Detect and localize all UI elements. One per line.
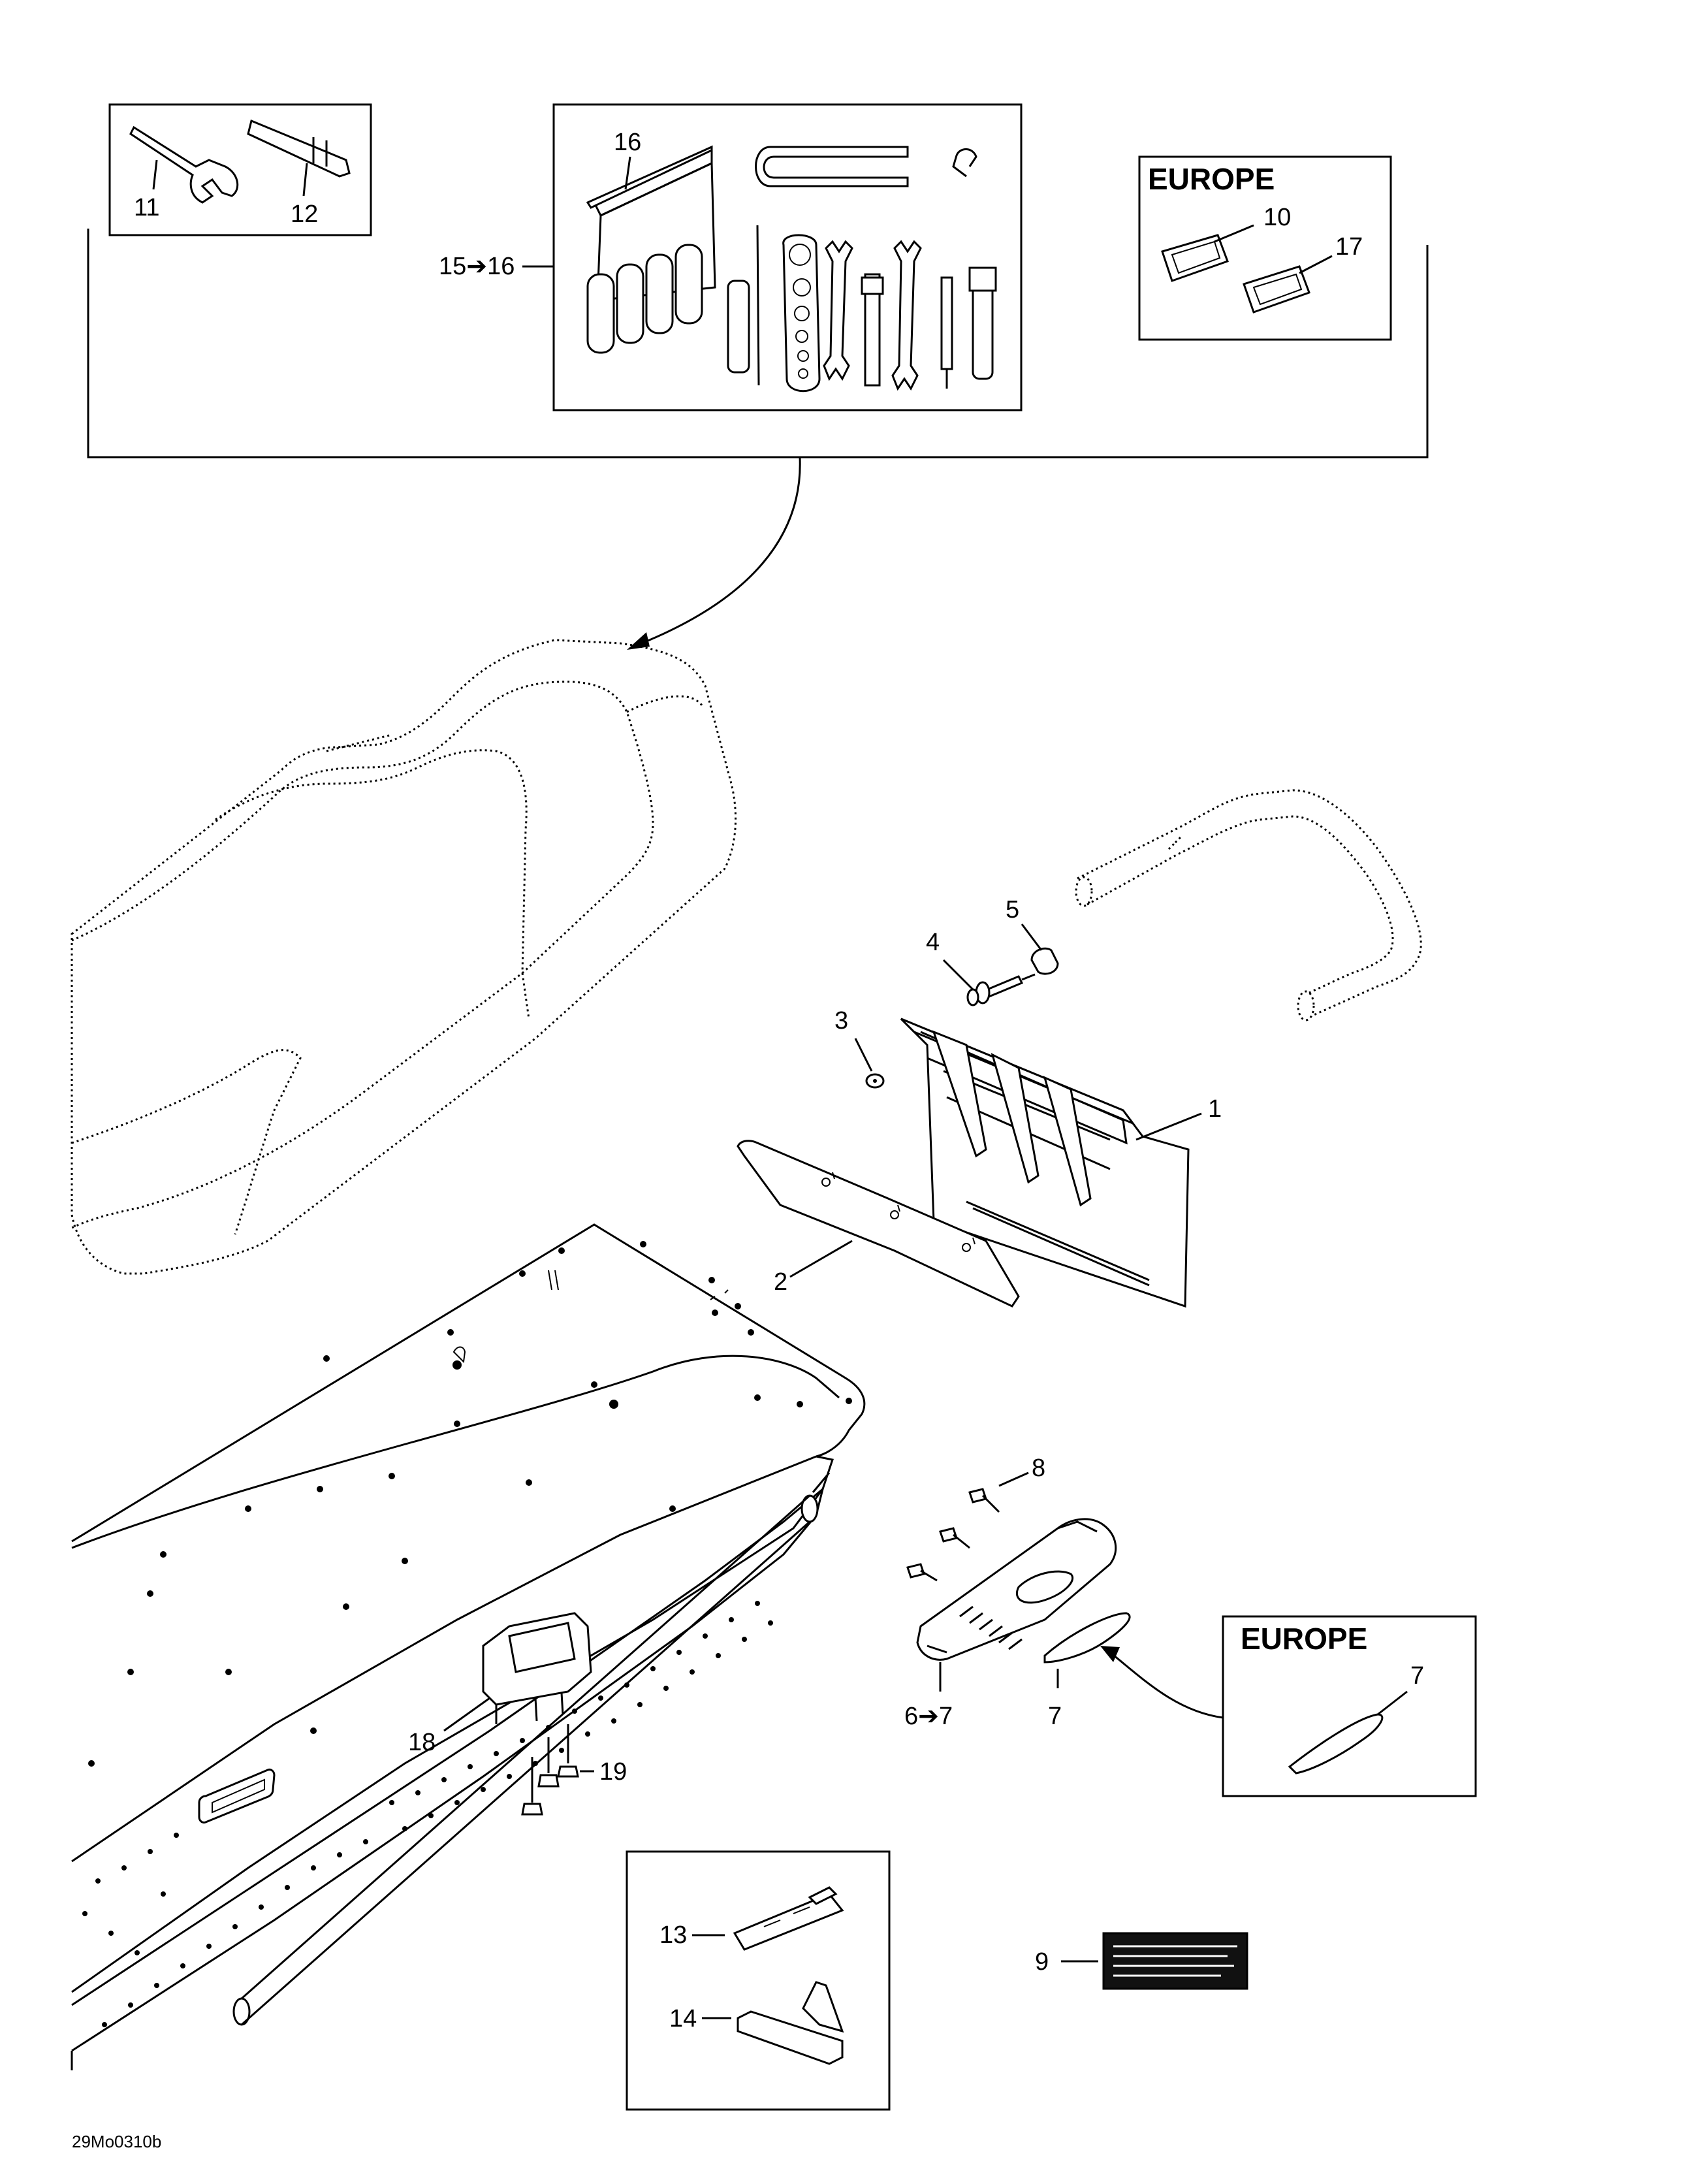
pin-tool-icon <box>940 276 953 389</box>
decal-7-europe-icon <box>1288 1713 1384 1774</box>
spanner-11-icon <box>129 125 239 204</box>
drawing-code: 29Mo0310b <box>72 2132 161 2151</box>
leader-18 <box>443 1697 490 1732</box>
spanner-box: 11 12 <box>108 103 372 236</box>
leader-2 <box>789 1240 853 1278</box>
label-17: 17 <box>1335 233 1363 261</box>
tool-group-arrow-line <box>633 457 801 648</box>
label-19: 19 <box>599 1758 627 1786</box>
leader-5 <box>1021 923 1043 951</box>
seat-outline <box>71 639 737 1275</box>
screws-19 <box>521 1724 579 1816</box>
socket-tool-icon <box>968 266 997 380</box>
europe-decals-box: EUROPE 10 17 <box>1138 155 1392 341</box>
reflector-17-icon <box>1243 265 1310 313</box>
rivet-4 <box>966 973 1036 1006</box>
leader-3 <box>854 1038 873 1072</box>
label-15-to-16: 15➔16 <box>439 253 515 280</box>
washer-3 <box>865 1073 885 1089</box>
label-6-to-7: 6➔7 <box>904 1703 953 1730</box>
leader-8 <box>998 1471 1029 1487</box>
screwdriver-icon <box>727 225 760 386</box>
screws-8 <box>906 1488 1000 1582</box>
label-14: 14 <box>669 2005 697 2032</box>
footrest-support-18 <box>482 1612 592 1724</box>
tool-group-bracket <box>87 229 1429 458</box>
rear-bumper-cap-6 <box>916 1518 1117 1661</box>
label-16: 16 <box>614 129 641 156</box>
leader-1 <box>1135 1112 1202 1141</box>
europe-heading-bottom: EUROPE <box>1241 1622 1367 1656</box>
europe-decal-box: EUROPE 7 <box>1222 1615 1477 1797</box>
warning-label-9 <box>1102 1932 1248 1990</box>
label-11: 11 <box>134 194 159 221</box>
label-7-lower: 7 <box>1048 1703 1062 1730</box>
label-2: 2 <box>774 1268 787 1296</box>
label-5: 5 <box>1006 896 1019 923</box>
hook-icon <box>952 148 977 178</box>
hitch-plate-13-icon <box>733 1886 844 1951</box>
tunnel-chassis <box>71 1223 866 2070</box>
leader-4 <box>942 959 974 991</box>
label-12: 12 <box>291 201 318 228</box>
label-10: 10 <box>1263 204 1291 231</box>
tool-pouch-icon <box>586 145 716 354</box>
label-18: 18 <box>408 1729 436 1756</box>
socket-wrench-plate-icon <box>782 234 821 393</box>
spanner-12-icon <box>247 119 351 178</box>
washer-5 <box>1030 947 1059 975</box>
tool-group-arrowhead <box>627 632 650 650</box>
hitch-parts-box: 13 14 <box>626 1850 891 2111</box>
reinforcement-plate-2 <box>737 1140 1020 1308</box>
europe-arrow-line <box>1109 1651 1224 1719</box>
rivet-holes-top <box>88 1241 852 1767</box>
toolkit-box: 16 15➔16 <box>439 103 1023 411</box>
label-8: 8 <box>1032 1454 1045 1482</box>
spark-plug-wrench-icon <box>861 273 884 387</box>
label-13: 13 <box>659 1921 687 1949</box>
europe-heading-top: EUROPE <box>1148 162 1275 196</box>
europe-arrowhead <box>1100 1646 1120 1662</box>
reflector-10-icon <box>1161 234 1229 282</box>
label-4: 4 <box>926 929 940 956</box>
decal-7 <box>1043 1612 1131 1663</box>
tool-strap-icon <box>755 146 909 187</box>
open-wrench-icon <box>823 240 853 381</box>
bracket-14-icon <box>737 1981 844 2065</box>
grab-handle-outline <box>1075 789 1422 1021</box>
footrest-rivet-holes <box>82 1601 773 2027</box>
combination-wrench-icon <box>891 240 922 391</box>
label-9: 9 <box>1035 1948 1049 1976</box>
label-3: 3 <box>834 1007 848 1035</box>
label-7-europe: 7 <box>1410 1662 1424 1690</box>
label-1: 1 <box>1208 1095 1222 1123</box>
